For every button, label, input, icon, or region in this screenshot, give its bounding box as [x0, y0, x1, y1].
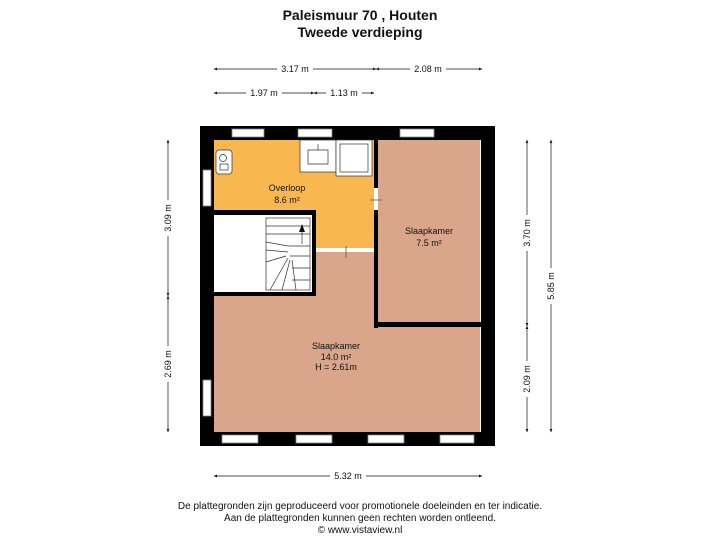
- dim-top-left: 3.17 m: [281, 64, 309, 74]
- dim-right-lower: 2.09 m: [522, 365, 532, 393]
- dim-second-right: 1.13 m: [330, 88, 358, 98]
- interior-walls: [210, 140, 481, 328]
- dim-left-lower: 2.69 m: [163, 350, 173, 378]
- floor-title: Tweede verdieping: [297, 24, 423, 40]
- room-slaapkamer-large-fill: [214, 252, 480, 432]
- slaapkamer-small-area: 7.5 m²: [416, 238, 442, 248]
- room-slaapkamer-small-fill: [378, 140, 480, 322]
- overloop-name: Overloop: [269, 183, 306, 193]
- dim-left-upper: 3.09 m: [163, 204, 173, 232]
- dim-second-left: 1.97 m: [250, 88, 278, 98]
- slaapkamer-small-name: Slaapkamer: [405, 226, 453, 236]
- top-windows: [231, 128, 435, 138]
- dim-top-right: 2.08 m: [414, 64, 442, 74]
- left-windows: [202, 169, 212, 417]
- fixtures: [215, 139, 373, 177]
- footer-disclaimer-2: Aan de plattegronden kunnen geen rechten…: [224, 513, 496, 524]
- slaapkamer-large-height: H = 2.61m: [315, 362, 357, 372]
- dim-bottom: 5.32 m: [334, 471, 362, 481]
- stairs: [265, 217, 311, 291]
- slaapkamer-large-name: Slaapkamer: [312, 341, 360, 351]
- footer-disclaimer-1: De plattegronden zijn geproduceerd voor …: [177, 501, 543, 512]
- overloop-area: 8.6 m²: [274, 195, 300, 205]
- footer-copyright: © www.vistaview.nl: [317, 525, 403, 536]
- dim-right-total: 5.85 m: [546, 272, 556, 300]
- stair-area: [214, 214, 314, 294]
- address-title: Paleismuur 70 , Houten: [282, 7, 438, 23]
- slaapkamer-large-area: 14.0 m²: [321, 352, 352, 362]
- door-markers: [345, 199, 382, 258]
- dim-right-upper: 3.70 m: [522, 219, 532, 247]
- bottom-windows: [221, 434, 475, 444]
